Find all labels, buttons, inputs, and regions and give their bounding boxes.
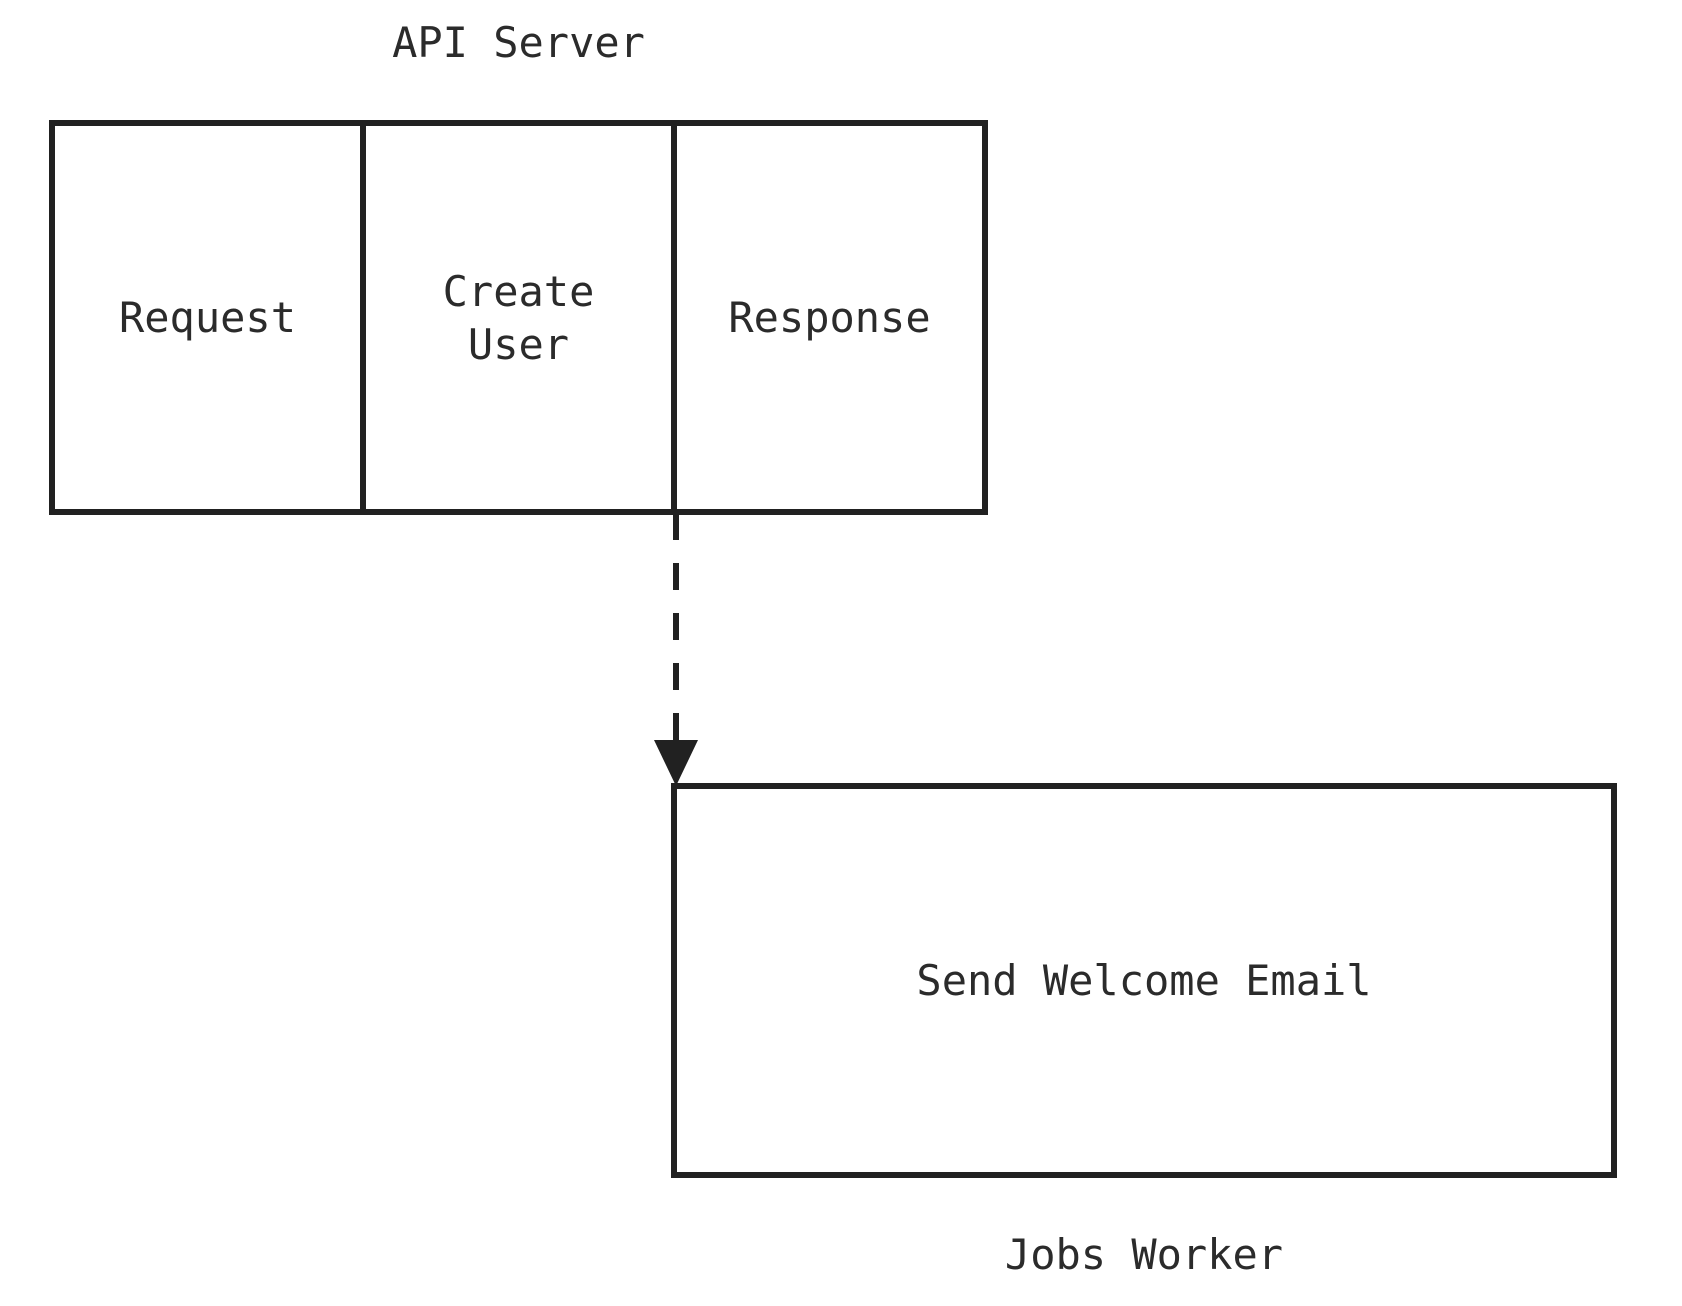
stage-request: Request: [55, 126, 360, 509]
stage-request-label: Request: [118, 293, 296, 342]
arrow-head-icon: [654, 740, 698, 786]
api-server-title: API Server: [392, 18, 645, 67]
job-box-send-welcome-email: Send Welcome Email: [671, 783, 1617, 1178]
stage-create-user: Create User: [360, 126, 671, 509]
job-box-label: Send Welcome Email: [916, 956, 1372, 1005]
jobs-worker-title: Jobs Worker: [1004, 1230, 1284, 1279]
api-server-pipeline: Request Create User Response: [49, 120, 988, 515]
stage-create-user-label: Create User: [442, 266, 595, 369]
stage-response: Response: [671, 126, 982, 509]
stage-response-label: Response: [728, 293, 931, 342]
